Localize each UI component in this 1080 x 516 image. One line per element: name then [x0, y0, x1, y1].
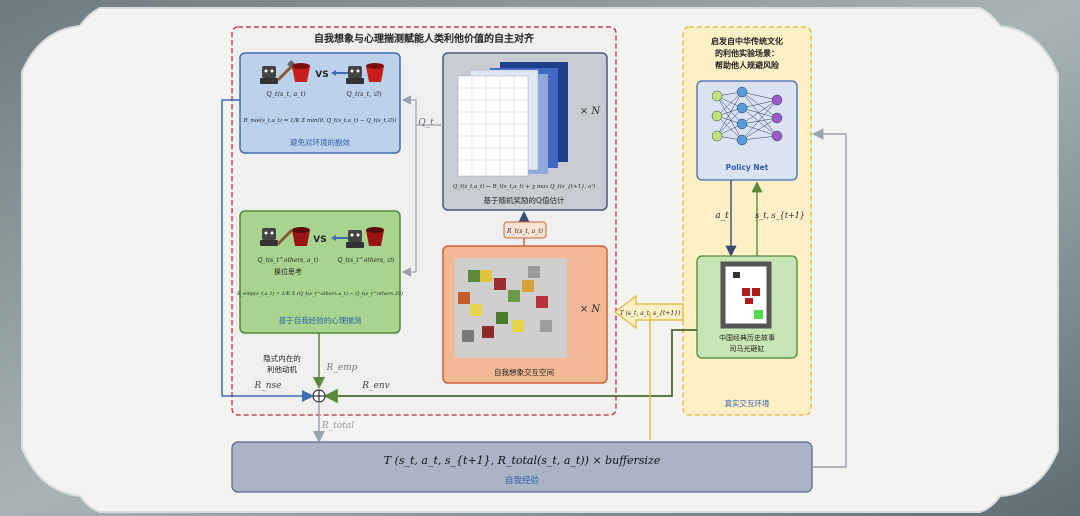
emp-caption: 基于自我经验的心理揣测: [279, 315, 362, 325]
r-nse-label: R_nse: [253, 381, 281, 391]
env-vs-label: VS: [315, 70, 328, 80]
right-panel: 启发自中华传统文化 的利他实验场景： 帮助他人规避风险 Policy Net a…: [682, 26, 812, 416]
empathy-box: VS Q_t(s_t^others, a_t) Q_t(s_t^others, …: [236, 210, 403, 334]
vat-icon: [366, 63, 384, 82]
q-table-grid: [458, 76, 528, 176]
motive-label: 隐式内在的: [263, 353, 301, 363]
q-update-formula: Q_t(s_t,a_t) ← R_t(s_t,a_t) + γ max Q_t(…: [453, 183, 595, 190]
vat-icon: [292, 227, 310, 246]
r-env-line: [323, 329, 697, 404]
q-estimation-box: × N Q_t(s_t,a_t) ← R_t(s_t,a_t) + γ max …: [442, 52, 608, 211]
reward-label: R_t(s_t, a_t): [506, 228, 544, 235]
buffer-feedback-line: [812, 128, 847, 468]
emp-formula-left: Q_t(s_t^others, a_t): [258, 257, 319, 264]
robot-icon: [346, 230, 364, 248]
env-caption-right: 真实交互环境: [725, 398, 770, 408]
vat-icon: [742, 288, 760, 304]
main-title: 自我想象与心理揣测赋能人类利他价值的自主对齐: [314, 32, 535, 45]
arrow-left-icon: [331, 235, 348, 241]
policy-net-label: Policy Net: [726, 163, 769, 172]
env-formula-right: Q_t(s_t, ∅): [346, 90, 382, 98]
goal-cell: [754, 310, 763, 319]
r-env-label: R_env: [361, 381, 389, 391]
q-multiplier: × N: [580, 106, 602, 117]
emp-perspective-label: 换位思考: [274, 267, 302, 276]
reward-label-box: [503, 221, 547, 239]
action-label: a_t: [715, 211, 729, 221]
q-connector: [401, 125, 417, 277]
experience-box: T (s_t, a_t, s_{t+1}, R_total(s_t, a_t))…: [231, 441, 813, 493]
story-line: 司马光砸缸: [730, 344, 765, 353]
emp-reward-formula: R_emp(s_t,a_t) = 1/K Σ (Q_t(s_t^others,a…: [236, 290, 403, 297]
env-caption: 避免对环境的副效: [290, 137, 350, 147]
vat-icon: [292, 63, 310, 82]
story-line: 中国经典历史故事: [719, 333, 775, 342]
grid-world-cells: [458, 266, 552, 342]
env-formula-left: Q_t(s_t, a_t): [266, 90, 306, 98]
motive-label: 利他动机: [267, 364, 297, 374]
experience-formula: T (s_t, a_t, s_{t+1}, R_total(s_t, a_t))…: [384, 454, 661, 467]
emp-vs-label: VS: [313, 235, 326, 245]
sum-node-icon: [312, 389, 326, 403]
transition-arrow: [614, 294, 684, 330]
robot-icon: [346, 66, 364, 84]
q-t-label: Q_t: [418, 118, 434, 128]
env-reward-formula: R_nse(s_t,a_t) = 1/K Σ min(0, Q_t(s_t,a_…: [242, 117, 396, 124]
vat-icon: [366, 227, 384, 246]
state-label: s_t, s_{t+1}: [755, 211, 805, 220]
q-caption: 基于随机奖励的Q值估计: [484, 195, 565, 205]
hammer-icon: [276, 228, 294, 246]
r-nse-line: [221, 99, 314, 402]
right-title-line: 帮助他人规避风险: [715, 60, 780, 70]
q-connector: [401, 95, 443, 126]
experience-caption: 自我经验: [505, 475, 540, 486]
imag-caption: 自我想象交互空间: [494, 367, 554, 377]
robot-icon: [260, 66, 278, 84]
emp-formula-right: Q_t(s_t^others, ∅): [338, 257, 396, 264]
imag-multiplier: × N: [580, 304, 602, 315]
q-table: [457, 75, 529, 177]
robot-icon: [260, 228, 278, 246]
arrow-left-icon: [331, 70, 348, 76]
imagination-box: × N 自我想象交互空间: [442, 245, 608, 384]
env-effect-box: VS Q_t(s_t, a_t) Q_t(s_t, ∅) R_nse(s_t,a…: [239, 52, 401, 154]
neural-net-icon: [711, 86, 783, 146]
right-title-line: 启发自中华传统文化: [711, 36, 783, 46]
r-total-label: R_total: [321, 421, 354, 431]
robot-icon: [733, 272, 740, 278]
r-emp-label: R_emp: [326, 363, 358, 373]
right-title-line: 的利他实验场景：: [715, 48, 779, 58]
